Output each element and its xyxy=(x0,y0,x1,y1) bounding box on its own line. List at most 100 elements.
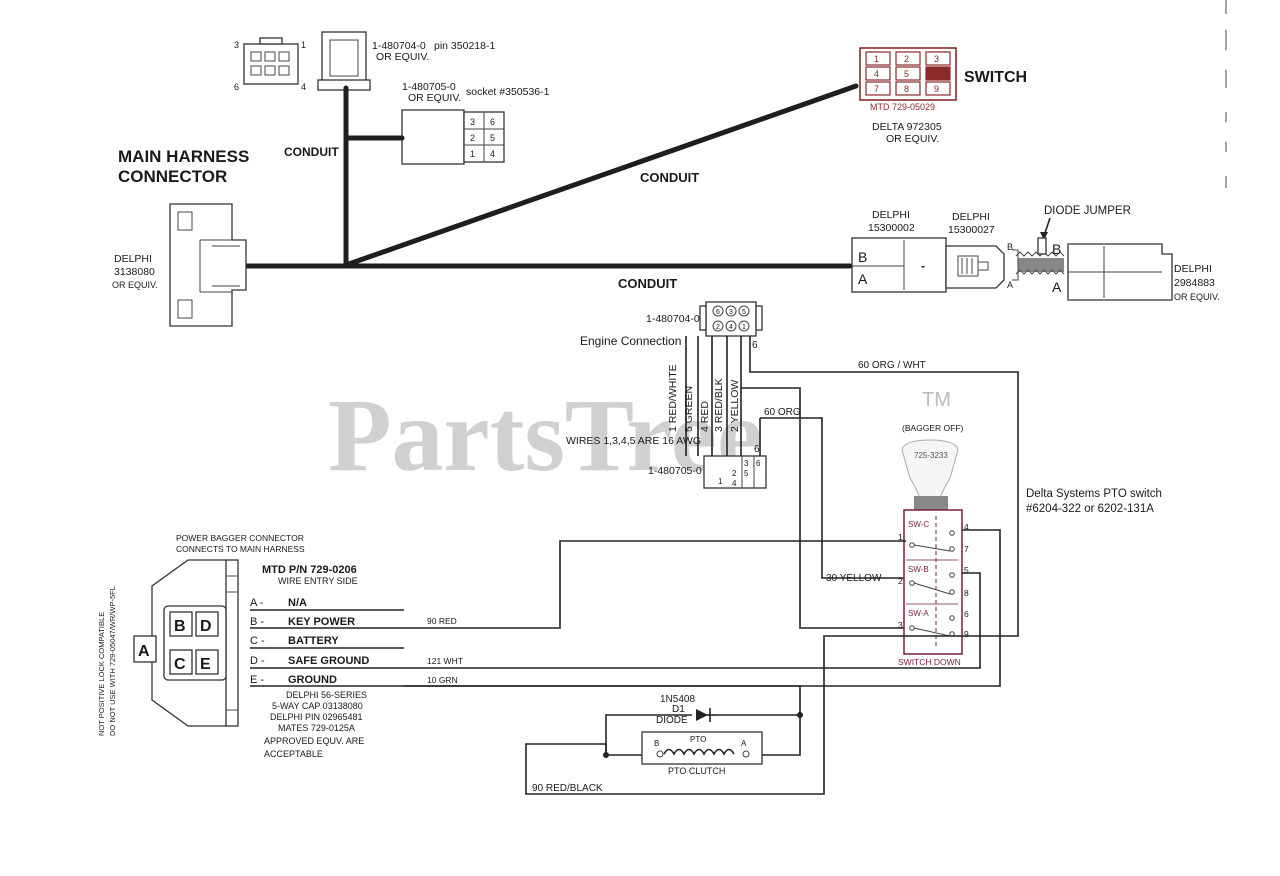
pto-terminal-7: 7 xyxy=(964,544,969,554)
delphi1-dash: - xyxy=(921,259,925,273)
diode-jumper-arrowhead xyxy=(1040,232,1048,240)
top-cavity-4: 4 xyxy=(301,82,306,92)
pin-b-letter: B - xyxy=(250,616,264,628)
switch-cell-4: 4 xyxy=(874,69,879,79)
pto-terminal-1: 1 xyxy=(898,532,903,542)
bagger-title-1: POWER BAGGER CONNECTOR xyxy=(176,533,304,543)
socket-cavity-1: 1 xyxy=(470,149,475,159)
main-harness-connector xyxy=(169,203,247,327)
conduit-lines xyxy=(243,83,859,269)
pto-terminal-3: 3 xyxy=(898,620,903,630)
top-cavity-1: 1 xyxy=(301,40,306,50)
delphi3-part: 2984883 xyxy=(1174,277,1215,289)
pto-switch-desc-2: #6204-322 or 6202-131A xyxy=(1026,503,1154,515)
wire-60-org-wht: 60 ORG / WHT xyxy=(858,360,926,371)
top-equiv-2: OR EQUIV. xyxy=(408,92,461,104)
switch-equiv: OR EQUIV. xyxy=(886,133,939,145)
pin-c-letter: C - xyxy=(250,635,265,647)
engine-wire-5: 5 GREEN xyxy=(683,386,695,432)
top-cavity-3: 3 xyxy=(234,40,239,50)
top-connector-side xyxy=(321,31,367,89)
pto-terminal-2: 2 xyxy=(898,576,903,586)
delphi3-brand: DELPHI xyxy=(1174,263,1212,275)
socket-connector xyxy=(401,109,465,165)
delphi2-pin-a: A xyxy=(1007,280,1013,290)
delphi1-brand: DELPHI xyxy=(872,209,910,221)
pto-terminal-5: 5 xyxy=(964,565,969,575)
bagger-note-1: DELPHI 56-SERIES xyxy=(286,690,367,700)
top-part-1: 1-480704-0 xyxy=(372,40,426,52)
bagger-note-6: ACCEPTABLE xyxy=(264,749,323,759)
main-harness-equiv: OR EQUIV. xyxy=(112,280,158,290)
switch-cell-8: 8 xyxy=(904,84,909,94)
top-socket-label: socket #350536-1 xyxy=(466,86,550,98)
conduit-label-diagonal: CONDUIT xyxy=(640,170,699,185)
bagger-note-2: 5-WAY CAP 03138080 xyxy=(272,701,363,711)
pto-coil-label: PTO xyxy=(690,735,706,744)
pin-e-name: GROUND xyxy=(288,674,337,686)
bagger-side-note-2: DO NOT USE WITH 729-05047/WR/WP-5FL xyxy=(108,586,117,736)
bagger-cavity-a: A xyxy=(138,643,150,660)
pto-knob-part: 725-3233 xyxy=(914,451,948,460)
switch-cell-2: 2 xyxy=(904,54,909,64)
pto-switch-desc-1: Delta Systems PTO switch xyxy=(1026,488,1162,500)
bagger-off-label: (BAGGER OFF) xyxy=(902,423,964,433)
power-bagger-connector xyxy=(133,559,239,727)
socket-cavity-3: 3 xyxy=(470,117,475,127)
top-cavity-6: 6 xyxy=(234,82,239,92)
engine-top-cell-1: 1 xyxy=(742,324,746,331)
pto-terminal-8: 8 xyxy=(964,588,969,598)
wire-60-org: 60 ORG xyxy=(764,407,801,418)
engine-bottom-cell-5: 5 xyxy=(744,469,749,478)
main-harness-title-1: MAIN HARNESS xyxy=(118,147,249,166)
engine-wires xyxy=(685,336,1019,637)
bagger-notes: DELPHI 56-SERIES 5-WAY CAP 03138080 DELP… xyxy=(264,690,367,759)
delphi3-connector xyxy=(1067,243,1173,301)
pto-terminal-9: 9 xyxy=(964,629,969,639)
engine-top-cell-5: 5 xyxy=(742,309,746,316)
bagger-cavity-e: E xyxy=(200,656,211,673)
socket-cavity-2: 2 xyxy=(470,133,475,143)
engine-bottom-cell-4: 4 xyxy=(732,479,737,488)
bagger-pin-list: A - N/A B - KEY POWER 90 RED C - BATTERY… xyxy=(250,597,463,686)
engine-wire-1: 1 RED/WHITE xyxy=(667,364,679,432)
conduit-label-horizontal: CONDUIT xyxy=(618,276,677,291)
socket-cavity-4: 4 xyxy=(490,149,495,159)
wire-30-yellow: 30 YELLOW xyxy=(826,573,882,584)
pin-c-name: BATTERY xyxy=(288,635,339,647)
pin-d-name: SAFE GROUND xyxy=(288,655,369,667)
diode-jumper-pin-a: A xyxy=(1052,279,1062,295)
diode-symbol xyxy=(696,708,716,722)
switch-cell-5: 5 xyxy=(904,69,909,79)
pto-clutch-term-a: A xyxy=(741,739,747,748)
pin-d-letter: D - xyxy=(250,655,265,667)
pto-clutch-wires xyxy=(404,635,976,795)
watermark-brand: PartsTree xyxy=(328,378,763,493)
pto-clutch-box xyxy=(641,731,763,765)
diode-part: 1N5408 xyxy=(660,694,695,705)
engine-bottom-connector: 3 6 2 5 1 4 xyxy=(703,455,767,489)
pin-a-letter: A - xyxy=(250,597,264,609)
diode-jumper-pin-b: B xyxy=(1052,241,1061,257)
engine-pin6-top: 6 xyxy=(752,340,758,351)
pto-section-a: SW-A xyxy=(908,609,929,618)
bagger-side-note-1: NOT POSITIVE LOCK COMPATIBLE xyxy=(97,612,106,736)
delphi1-part: 15300002 xyxy=(868,222,915,234)
switch-cell-3: 3 xyxy=(934,54,939,64)
delphi2-connector xyxy=(945,245,1005,289)
top-pin-label: pin 350218-1 xyxy=(434,40,495,52)
switch-delta-part: DELTA 972305 xyxy=(872,121,942,133)
switch-cell-7: 7 xyxy=(874,84,879,94)
engine-bottom-cell-1: 1 xyxy=(718,477,723,486)
bagger-mtd-pn: MTD P/N 729-0206 xyxy=(262,564,357,576)
diode-jumper-label: DIODE JUMPER xyxy=(1044,205,1131,217)
pto-clutch-term-b: B xyxy=(654,739,659,748)
engine-bottom-part: 1-480705-0 xyxy=(648,465,702,477)
engine-top-cell-6: 6 xyxy=(716,309,720,316)
switch-label: SWITCH xyxy=(964,69,1027,86)
pin-a-name: N/A xyxy=(288,597,307,609)
engine-top-cell-4: 4 xyxy=(729,324,733,331)
switch-cell-6: 6 xyxy=(934,69,939,79)
bagger-title-2: CONNECTS TO MAIN HARNESS xyxy=(176,544,305,554)
